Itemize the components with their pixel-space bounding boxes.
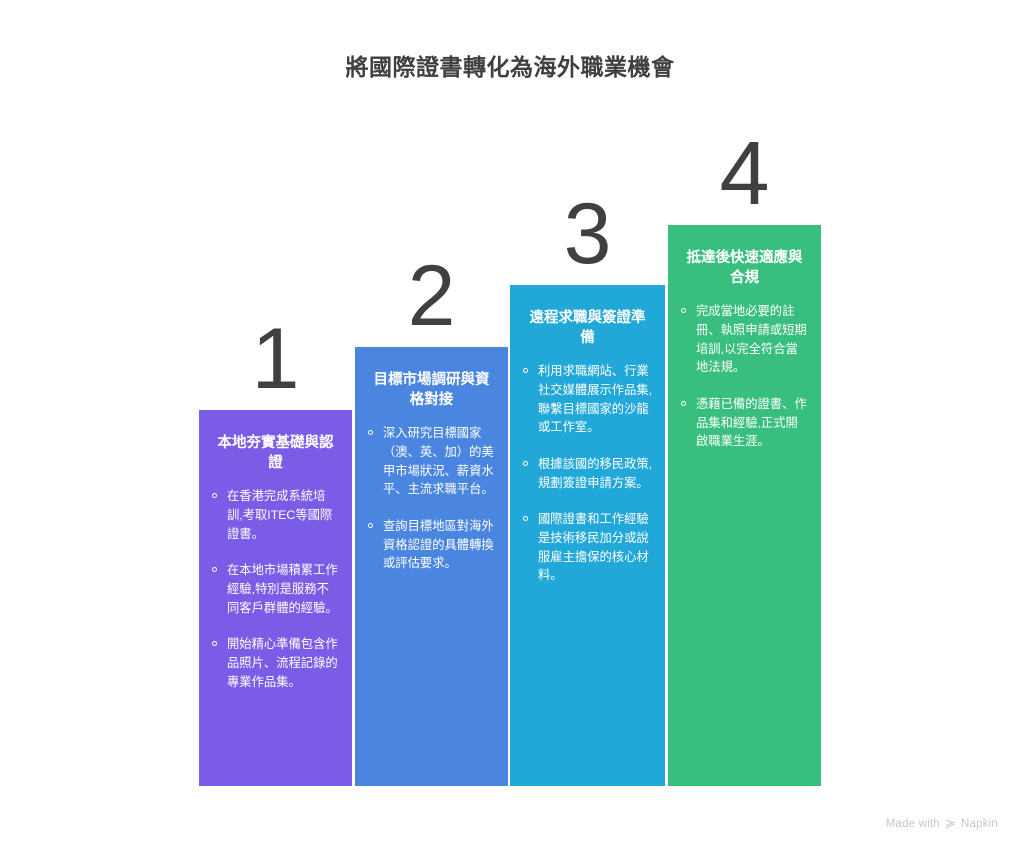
bullet-text: 國際證書和工作經驗是技術移民加分或說服雇主擔保的核心材料。	[538, 512, 649, 583]
list-item: 憑藉已備的證書、作品集和經驗,正式開啟職業生涯。	[680, 395, 809, 451]
step-3-bar[interactable]: 遠程求職與簽證準備 利用求職網站、行業社交媒體展示作品集,聯繫目標國家的沙龍或工…	[510, 285, 665, 786]
bullet-circle-icon	[212, 493, 217, 499]
list-item: 在本地市場積累工作經驗,特別是服務不同客戶群體的經驗。	[211, 561, 340, 617]
step-4[interactable]: 4 抵達後快速適應與合規 完成當地必要的註冊、執照申請或短期培訓,以完全符合當地…	[668, 129, 821, 786]
list-item: 完成當地必要的註冊、執照申請或短期培訓,以完全符合當地法規。	[680, 302, 809, 377]
step-1-bar[interactable]: 本地夯實基礎與認證 在香港完成系統培訓,考取ITEC等國際證書。 在本地市場積累…	[199, 410, 352, 786]
bullet-circle-icon	[681, 308, 686, 314]
list-item: 利用求職網站、行業社交媒體展示作品集,聯繫目標國家的沙龍或工作室。	[522, 362, 653, 437]
bullet-text: 開始精心準備包含作品照片、流程記錄的專業作品集。	[227, 637, 338, 689]
bullet-text: 憑藉已備的證書、作品集和經驗,正式開啟職業生涯。	[696, 396, 807, 449]
bullet-text: 深入研究目標國家（澳、英、加）的美甲市場狀況、薪資水平、主流求職平台。	[383, 426, 494, 497]
bullet-text: 利用求職網站、行業社交媒體展示作品集,聯繫目標國家的沙龍或工作室。	[538, 364, 653, 435]
watermark-brand: Napkin	[961, 817, 998, 830]
bullet-circle-icon	[212, 567, 217, 573]
list-item: 國際證書和工作經驗是技術移民加分或說服雇主擔保的核心材料。	[522, 510, 653, 585]
step-4-number: 4	[719, 124, 770, 224]
step-1-number: 1	[251, 311, 300, 407]
step-2-heading: 目標市場調研與資格對接	[373, 372, 490, 408]
step-3-number: 3	[563, 186, 612, 282]
bullet-text: 在本地市場積累工作經驗,特別是服務不同客戶群體的經驗。	[227, 563, 338, 615]
watermark-prefix: Made with	[885, 817, 940, 830]
bullet-circle-icon	[523, 368, 528, 374]
bullet-circle-icon	[681, 400, 686, 406]
list-item: 深入研究目標國家（澳、英、加）的美甲市場狀況、薪資水平、主流求職平台。	[367, 424, 496, 499]
bullet-circle-icon	[368, 430, 373, 436]
list-item: 開始精心準備包含作品照片、流程記錄的專業作品集。	[211, 635, 340, 691]
bullet-text: 查詢目標地區對海外資格認證的具體轉換或評估要求。	[383, 518, 494, 571]
bullet-circle-icon	[368, 522, 373, 528]
bullet-circle-icon	[523, 460, 528, 466]
bullet-text: 在香港完成系統培訓,考取ITEC等國際證書。	[227, 489, 333, 541]
step-2-number: 2	[407, 248, 456, 344]
step-1[interactable]: 1 本地夯實基礎與認證 在香港完成系統培訓,考取ITEC等國際證書。 在本地市場…	[199, 316, 352, 786]
list-item: 根據該國的移民政策,規劃簽證申請方案。	[522, 455, 653, 492]
bullet-circle-icon	[523, 516, 528, 522]
napkin-logo-icon: ≽	[944, 815, 956, 831]
list-item: 查詢目標地區對海外資格認證的具體轉換或評估要求。	[367, 517, 496, 573]
step-3-heading: 遠程求職與簽證準備	[529, 310, 646, 346]
napkin-watermark: Made with ≽ Napkin	[886, 817, 998, 830]
step-4-heading: 抵達後快速適應與合規	[686, 250, 803, 286]
step-4-bar[interactable]: 抵達後快速適應與合規 完成當地必要的註冊、執照申請或短期培訓,以完全符合當地法規…	[668, 225, 821, 786]
step-2-bullet-list: 深入研究目標國家（澳、英、加）的美甲市場狀況、薪資水平、主流求職平台。 查詢目標…	[367, 424, 496, 573]
step-1-heading: 本地夯實基礎與認證	[217, 435, 334, 471]
step-1-bullet-list: 在香港完成系統培訓,考取ITEC等國際證書。 在本地市場積累工作經驗,特別是服務…	[211, 487, 340, 691]
step-3-bullet-list: 利用求職網站、行業社交媒體展示作品集,聯繫目標國家的沙龍或工作室。 根據該國的移…	[522, 362, 653, 585]
step-3[interactable]: 3 遠程求職與簽證準備 利用求職網站、行業社交媒體展示作品集,聯繫目標國家的沙龍…	[510, 191, 665, 786]
bullet-text: 完成當地必要的註冊、執照申請或短期培訓,以完全符合當地法規。	[696, 304, 807, 375]
page-title: 將國際證書轉化為海外職業機會	[345, 54, 675, 80]
bullet-circle-icon	[212, 641, 217, 647]
step-4-bullet-list: 完成當地必要的註冊、執照申請或短期培訓,以完全符合當地法規。 憑藉已備的證書、作…	[680, 302, 809, 451]
list-item: 在香港完成系統培訓,考取ITEC等國際證書。	[211, 487, 340, 543]
step-2-bar[interactable]: 目標市場調研與資格對接 深入研究目標國家（澳、英、加）的美甲市場狀況、薪資水平、…	[355, 347, 508, 786]
bullet-text: 根據該國的移民政策,規劃簽證申請方案。	[538, 456, 653, 490]
step-2[interactable]: 2 目標市場調研與資格對接 深入研究目標國家（澳、英、加）的美甲市場狀況、薪資水…	[355, 253, 508, 786]
